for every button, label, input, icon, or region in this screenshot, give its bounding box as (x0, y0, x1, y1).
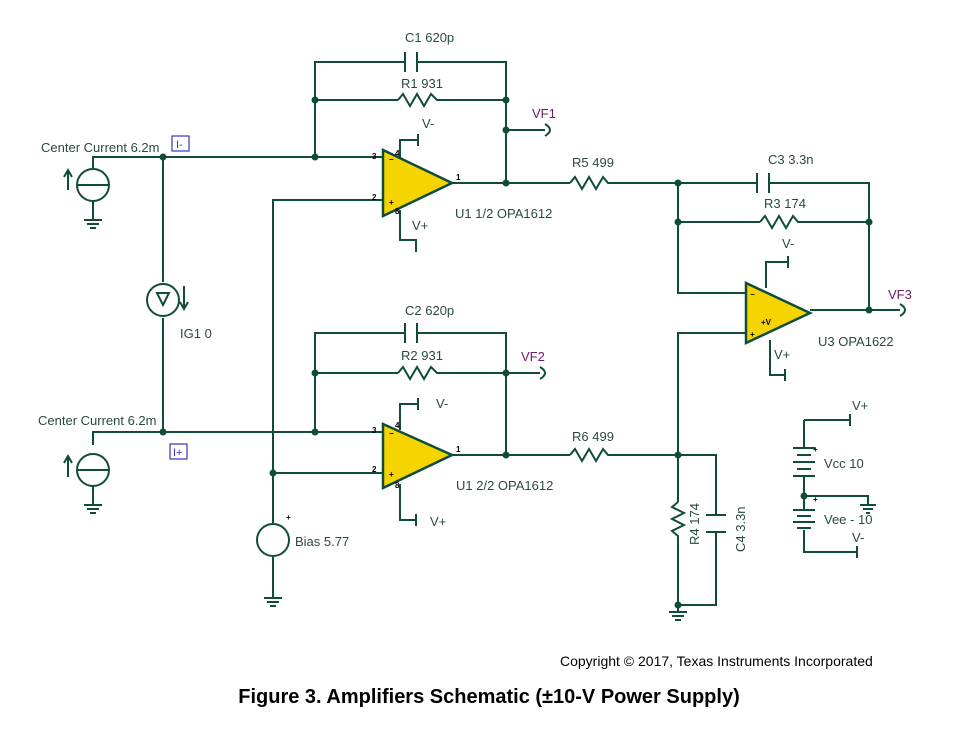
current-source-bottom (63, 453, 110, 514)
u1b-label: U1 2/2 OPA1612 (456, 478, 553, 493)
capacitor-c4 (706, 514, 726, 533)
u3-label: U3 OPA1622 (818, 334, 894, 349)
resistor-r2 (397, 365, 440, 381)
r3-label: R3 174 (764, 196, 806, 211)
r4-label: R4 174 (687, 503, 702, 545)
svg-text:−: − (389, 155, 394, 164)
ig1-label: IG1 0 (180, 326, 212, 341)
svg-text:+: + (389, 198, 394, 207)
u1a-pin-2: 2 (372, 193, 377, 202)
opamp-u1b: − + (381, 422, 455, 490)
capacitor-c2 (404, 323, 418, 343)
vf3-label: VF3 (888, 287, 912, 302)
capacitor-c1 (404, 52, 418, 72)
probe-i-plus-label: I+ (173, 447, 182, 459)
resistor-r1 (397, 92, 440, 108)
u1b-pin-4: 4 (395, 421, 400, 430)
u1a-pin-3: 3 (372, 152, 377, 161)
c3-label: C3 3.3n (768, 152, 814, 167)
opamp-u1a: − + (370, 148, 455, 218)
c2-label: C2 620p (405, 303, 454, 318)
vminus-supply-label: V- (852, 530, 864, 545)
u1a-label: U1 1/2 OPA1612 (455, 206, 552, 221)
r6-label: R6 499 (572, 429, 614, 444)
svg-text:+: + (286, 513, 291, 522)
wires (92, 61, 900, 612)
svg-text:+: + (389, 470, 394, 479)
u1a-vplus-label: V+ (412, 218, 428, 233)
u1a-pin-1: 1 (456, 173, 461, 182)
vf2-label: VF2 (521, 349, 545, 364)
u1a-vminus-label: V- (422, 116, 434, 131)
svg-text:−: − (389, 429, 394, 438)
junction-dots (159, 96, 873, 609)
resistor-r4 (669, 501, 687, 538)
battery-vee: + (793, 495, 818, 529)
vf2-connector (539, 366, 546, 380)
opamp-u3: − + (744, 281, 813, 345)
u1a-pin-8: 8 (395, 207, 400, 216)
u3-vplus-label: V+ (774, 347, 790, 362)
bias-label: Bias 5.77 (295, 534, 349, 549)
u1b-vplus-label: V+ (430, 514, 446, 529)
svg-text:−: − (750, 290, 755, 299)
figure-caption: Figure 3. Amplifiers Schematic (±10-V Po… (238, 686, 740, 708)
resistor-r6 (569, 447, 610, 463)
probe-i-minus (171, 135, 190, 152)
vf3-connector (899, 303, 906, 317)
copyright-notice: Copyright © 2017, Texas Instruments Inco… (560, 653, 873, 669)
svg-text:+: + (813, 445, 818, 454)
center-current-top-label: Center Current 6.2m (41, 140, 160, 155)
r2-label: R2 931 (401, 348, 443, 363)
u1b-pin-1: 1 (456, 445, 461, 454)
bias-voltage-source: + (256, 513, 291, 607)
u1a-pin-4: 4 (395, 149, 400, 158)
probe-i-plus (169, 443, 188, 460)
c1-label: C1 620p (405, 30, 454, 45)
resistor-r5 (569, 175, 610, 191)
u1b-pin-2: 2 (372, 465, 377, 474)
current-source-top (63, 167, 110, 229)
ground-symbols (669, 504, 876, 621)
probe-i-minus-label: I- (176, 139, 183, 151)
u1b-vminus-label: V- (436, 396, 448, 411)
vplus-supply-label: V+ (852, 398, 868, 413)
u3-vminus-label: V- (782, 236, 794, 251)
svg-text:+: + (813, 495, 818, 504)
center-current-bottom-label: Center Current 6.2m (38, 413, 157, 428)
c4-label: C4 3.3n (733, 506, 748, 552)
capacitor-c3 (756, 173, 770, 193)
u1b-pin-8: 8 (395, 481, 400, 490)
battery-vcc: + (793, 445, 818, 477)
r1-label: R1 931 (401, 76, 443, 91)
svg-text:+: + (750, 330, 755, 339)
vcc-label: Vcc 10 (824, 456, 864, 471)
r5-label: R5 499 (572, 155, 614, 170)
current-source-ig1 (146, 283, 189, 317)
vf1-connector (544, 123, 551, 137)
u1b-pin-3: 3 (372, 426, 377, 435)
supply-stubs (415, 134, 858, 558)
u3-pin-vcc: +V (761, 318, 772, 327)
vf1-label: VF1 (532, 106, 556, 121)
vee-label: Vee - 10 (824, 512, 872, 527)
resistor-r3 (759, 214, 800, 230)
